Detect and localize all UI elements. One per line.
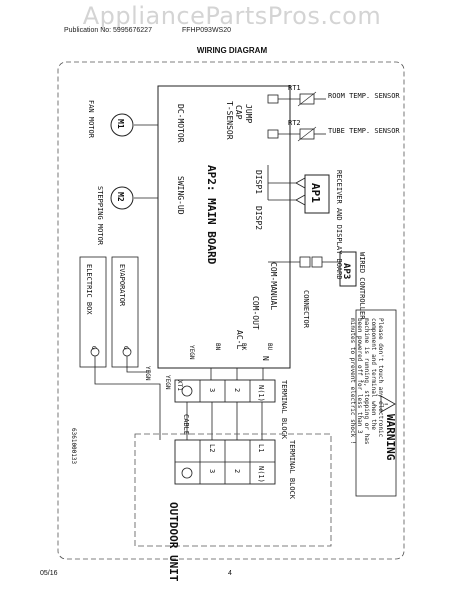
rt1-tag: RT1	[288, 84, 301, 92]
page-title: WIRING DIAGRAM	[196, 46, 268, 55]
outdoor-unit-box	[134, 433, 332, 547]
stepping-motor-symbol: M2	[116, 192, 125, 202]
main-board-label: AP2: MAIN BOARD	[205, 165, 218, 265]
outer-frame	[57, 61, 405, 560]
main-board-box	[157, 85, 291, 369]
ap1-box	[304, 174, 330, 214]
electric-box-label: ELECTRIC BOX	[85, 264, 93, 315]
stepping-motor-label: STEPPING MOTOR	[96, 186, 104, 246]
evaporator-box	[111, 256, 139, 368]
svg-text:!: !	[381, 402, 389, 406]
room-sensor-label: ROOM TEMP. SENSOR	[328, 92, 400, 100]
watermark: AppliancePartsPros.com	[82, 2, 382, 30]
wire-bn: BN	[214, 343, 221, 351]
indoor-terminal-block-label: TERMINAL BLOCK	[280, 380, 288, 440]
electric-box-ground: G	[90, 346, 97, 350]
outdoor-unit-label: OUTDOOR UNIT	[167, 502, 180, 582]
indoor-term-2: 2	[233, 388, 241, 392]
display-board-label: RECEIVER AND DISPLAY BOARD	[335, 170, 343, 280]
indoor-ground-terminal-icon	[181, 385, 193, 397]
connector-plug-icon	[299, 256, 311, 268]
model-number: FFHP093WS20	[182, 27, 232, 34]
wire-ygn-1: YEGN	[144, 366, 151, 381]
rt2-tag: RT2	[288, 119, 301, 127]
fan-motor-label: FAN MOTOR	[87, 100, 95, 139]
wire-ygn-3: YEGN	[188, 345, 195, 360]
publication-number: Publication No: 5995676227	[64, 27, 152, 34]
connector-label: CONNECTOR	[302, 290, 310, 329]
wire-bk: BK	[240, 343, 247, 351]
board-label-swing-ud: SWING-UD	[176, 176, 185, 215]
t-sensor-connector-2	[267, 129, 279, 139]
wire-bu: BU	[266, 343, 273, 351]
board-label-jump: JUMP	[244, 104, 253, 123]
ap1-tag: AP1	[309, 183, 322, 203]
board-label-t-sensor: T-SENSOR	[225, 101, 234, 140]
warning-line-2: component and terminal when the	[370, 318, 377, 430]
ap3-box	[339, 251, 357, 287]
board-label-n: N	[261, 356, 270, 361]
evaporator-ground: G	[122, 346, 129, 350]
indoor-term-3: 3	[208, 388, 216, 392]
board-label-cap: CAP	[234, 105, 243, 120]
board-label-disp1: DISP1	[254, 170, 263, 194]
doc-code: 6361000133	[70, 428, 77, 465]
indoor-term-n1: N(1)	[257, 385, 265, 402]
outdoor-term-l1: L1	[257, 444, 265, 452]
footer-page: 4	[228, 570, 232, 577]
warning-line-3: machine is running, stopping or has	[363, 318, 370, 445]
board-label-ac-l: AC-L	[235, 330, 244, 349]
outdoor-term-2: 2	[233, 469, 241, 473]
outdoor-terminal-block-label: TERMINAL BLOCK	[288, 440, 296, 500]
xt1-tag: XT1	[176, 380, 183, 391]
stepping-motor-icon	[110, 186, 134, 210]
warning-title: WARNING	[384, 414, 397, 461]
t-sensor-connector-1	[267, 94, 279, 104]
fan-motor-icon	[110, 113, 134, 137]
wire-ygn-2: YEGN	[164, 375, 171, 390]
board-label-dc-motor: DC-MOTOR	[176, 104, 185, 143]
outdoor-term-n1: N(1)	[257, 466, 265, 483]
fan-motor-symbol: M1	[116, 119, 125, 129]
warning-box	[355, 309, 397, 497]
warning-line-1: Please don't touch any electronic	[377, 318, 384, 438]
outdoor-term-3: 3	[208, 469, 216, 473]
ap3-tag: AP3	[341, 263, 351, 279]
evaporator-label: EVAPORATOR	[118, 264, 126, 307]
warning-triangle-icon	[380, 395, 396, 413]
board-label-com-manual: COM-MANUAL	[269, 262, 278, 310]
board-label-disp2: DISP2	[254, 206, 263, 230]
cable-label: CABLE	[182, 414, 190, 435]
footer-date: 05/16	[40, 570, 58, 577]
wired-controller-label: WIRED CONTROLLER	[358, 252, 366, 320]
outdoor-term-l2: L2	[208, 444, 216, 452]
outdoor-ground-terminal-icon	[181, 467, 193, 479]
board-label-com-out: COM-OUT	[251, 296, 260, 330]
warning-line-4: been powered off for less than 3	[356, 318, 363, 434]
warning-line-5: minutes to prevent electric shock !	[349, 318, 356, 444]
electric-box	[79, 256, 107, 368]
tube-sensor-label: TUBE TEMP. SENSOR	[328, 127, 400, 135]
